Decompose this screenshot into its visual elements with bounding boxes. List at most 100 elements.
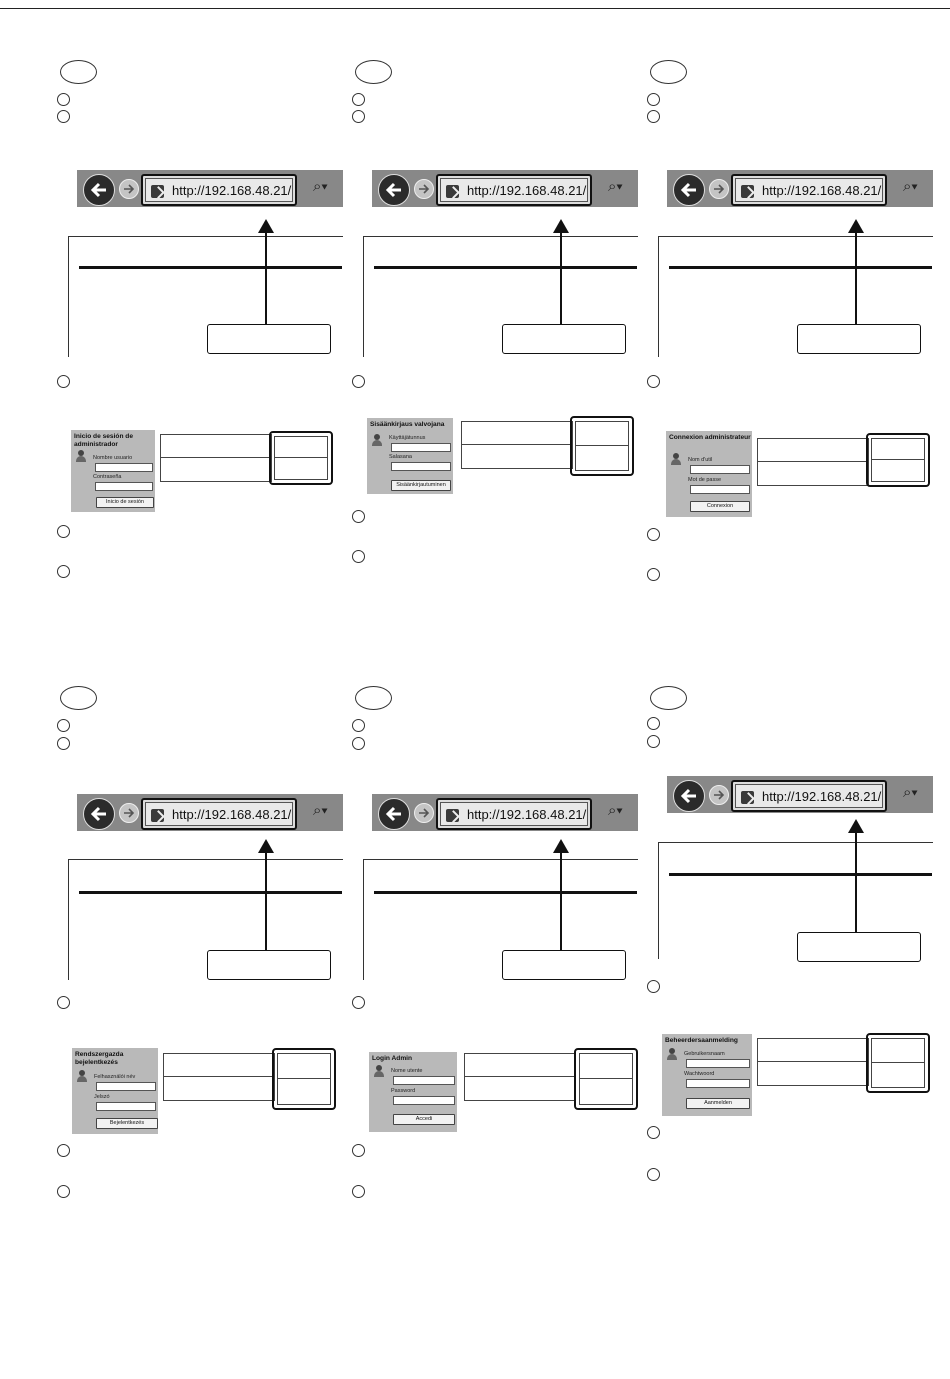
address-bar[interactable]: http://192.168.48.21/: [731, 174, 887, 206]
password-input[interactable]: [96, 1102, 156, 1111]
search-icon[interactable]: ⌕▾: [903, 178, 918, 195]
user-avatar-icon: [76, 1070, 87, 1083]
highlighted-table: [574, 1048, 638, 1110]
step-marker-5: [57, 1185, 70, 1198]
step-marker-3: [352, 375, 365, 388]
back-button[interactable]: [378, 798, 410, 830]
back-arrow-icon: [680, 788, 696, 804]
login-dialog: Rendszergazda bejelentkezés Felhasználói…: [72, 1048, 158, 1134]
search-icon[interactable]: ⌕▾: [903, 784, 918, 801]
username-label: Nom d'util: [688, 457, 713, 463]
password-label: Password: [391, 1088, 416, 1094]
address-bar[interactable]: http://192.168.48.21/: [436, 798, 592, 830]
step-marker-4: [352, 510, 365, 523]
step-marker-3: [57, 375, 70, 388]
username-label: Felhasználói név: [94, 1074, 136, 1080]
username-input[interactable]: [96, 1082, 156, 1091]
login-button[interactable]: Inicio de sesión: [96, 497, 154, 508]
login-dialog: Sisäänkirjaus valvojana Käyttäjätunnus S…: [367, 418, 453, 494]
pointer-line: [855, 832, 857, 932]
forward-button[interactable]: [709, 179, 729, 199]
login-title: Connexion administrateur: [669, 434, 751, 441]
search-icon[interactable]: ⌕▾: [608, 802, 623, 819]
forward-button[interactable]: [709, 785, 729, 805]
username-label: Nombre usuario: [93, 455, 133, 461]
address-bar[interactable]: http://192.168.48.21/: [141, 798, 297, 830]
browser-toolbar: http://192.168.48.21/ ⌕▾: [77, 794, 343, 831]
password-input[interactable]: [393, 1096, 455, 1105]
language-badge: [60, 686, 97, 710]
browser-toolbar: http://192.168.48.21/ ⌕▾: [77, 170, 343, 207]
username-input[interactable]: [686, 1059, 750, 1068]
step-marker-4: [647, 528, 660, 541]
forward-arrow-icon: [419, 184, 430, 194]
step-marker-4: [647, 1126, 660, 1139]
user-avatar-icon: [371, 434, 382, 447]
user-avatar-icon: [670, 453, 681, 466]
search-icon[interactable]: ⌕▾: [608, 178, 623, 195]
step-marker-4: [57, 525, 70, 538]
address-bar[interactable]: http://192.168.48.21/: [436, 174, 592, 206]
login-button[interactable]: Accedi: [393, 1114, 455, 1125]
panel-nl: http://192.168.48.21/ ⌕▾ Beheerdersaanme…: [647, 686, 940, 1306]
forward-button[interactable]: [119, 803, 139, 823]
forward-button[interactable]: [414, 179, 434, 199]
pointer-line: [265, 852, 267, 950]
password-label: Salasana: [389, 454, 412, 460]
browser-toolbar: http://192.168.48.21/ ⌕▾: [372, 170, 638, 207]
forward-button[interactable]: [119, 179, 139, 199]
forward-arrow-icon: [714, 184, 725, 194]
back-button[interactable]: [378, 174, 410, 206]
username-input[interactable]: [391, 443, 451, 452]
address-bar[interactable]: http://192.168.48.21/: [731, 780, 887, 812]
search-icon[interactable]: ⌕▾: [313, 802, 328, 819]
language-badge: [60, 60, 97, 84]
reference-table: [160, 434, 272, 482]
forward-button[interactable]: [414, 803, 434, 823]
callout-box: [502, 950, 626, 980]
login-button[interactable]: Connexion: [690, 501, 750, 512]
back-button[interactable]: [673, 780, 705, 812]
username-label: Käyttäjätunnus: [389, 435, 426, 441]
panel-fi: http://192.168.48.21/ ⌕▾ Sisäänkirjaus v…: [352, 60, 645, 680]
pointer-arrow-icon: [258, 219, 274, 233]
login-button[interactable]: Aanmelden: [686, 1098, 750, 1109]
address-bar[interactable]: http://192.168.48.21/: [141, 174, 297, 206]
password-input[interactable]: [690, 485, 750, 494]
reference-table: [464, 1053, 576, 1101]
pointer-arrow-icon: [848, 819, 864, 833]
browser-toolbar: http://192.168.48.21/ ⌕▾: [372, 794, 638, 831]
password-input[interactable]: [686, 1079, 750, 1088]
step-marker-4: [57, 1144, 70, 1157]
login-button[interactable]: Sisäänkirjautuminen: [391, 480, 451, 491]
step-marker-5: [647, 1168, 660, 1181]
password-input[interactable]: [391, 462, 451, 471]
pointer-arrow-icon: [553, 839, 569, 853]
user-avatar-icon: [373, 1065, 384, 1078]
page-frame: [363, 859, 638, 980]
back-button[interactable]: [673, 174, 705, 206]
login-title: Inicio de sesión de administrador: [74, 433, 133, 448]
site-icon: [741, 185, 754, 198]
username-input[interactable]: [393, 1076, 455, 1085]
url-text: http://192.168.48.21/: [467, 183, 587, 198]
back-button[interactable]: [83, 174, 115, 206]
reference-table: [757, 438, 869, 486]
password-label: Jelszó: [94, 1094, 110, 1100]
username-label: Nome utente: [391, 1068, 423, 1074]
page-frame: [68, 236, 343, 357]
password-label: Mot de passe: [688, 477, 722, 483]
username-input[interactable]: [690, 465, 750, 474]
step-marker-1: [647, 93, 660, 106]
password-input[interactable]: [95, 482, 153, 491]
search-icon[interactable]: ⌕▾: [313, 178, 328, 195]
pointer-arrow-icon: [553, 219, 569, 233]
step-marker-2: [647, 735, 660, 748]
url-text: http://192.168.48.21/: [467, 807, 587, 822]
back-arrow-icon: [680, 182, 696, 198]
back-button[interactable]: [83, 798, 115, 830]
highlighted-table: [866, 1033, 930, 1093]
callout-box: [207, 324, 331, 354]
login-button[interactable]: Bejelentkezés: [96, 1118, 158, 1129]
username-input[interactable]: [95, 463, 153, 472]
